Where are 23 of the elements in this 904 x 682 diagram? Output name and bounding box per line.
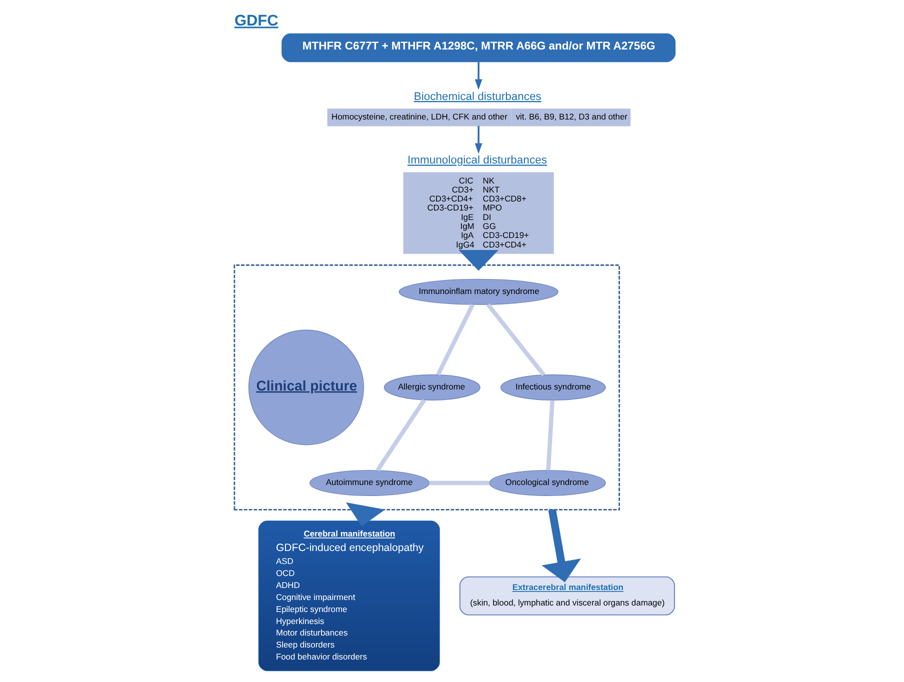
node-ellipse: Immunoinflam matory syndrome (398, 278, 558, 305)
arrow (458, 250, 498, 271)
connector (546, 400, 555, 470)
connector (436, 304, 474, 376)
node-circle: Clinical picture (248, 330, 364, 446)
diagram-title: GDFC (234, 12, 278, 30)
node-ellipse: Autoimmune syndrome (309, 470, 430, 496)
arrow (474, 62, 482, 90)
node-ellipse: Allergic syndrome (384, 374, 480, 400)
node-box: Cerebral manifestation GDFC-induced encephalopathy ASD OCD ADHD Cognitive impairment Epileptic syndrome Hyperkinesis Motor disturbances Sleep disorders Food behavior disorders (258, 520, 440, 672)
connector (486, 303, 546, 376)
connector (376, 398, 426, 472)
node-box: MTHFR C677T + MTHFR A1298C, MTRR A66G and/or MTR A2756G (282, 33, 676, 62)
node-box: Extracerebral manifestation (skin, blood, lymphatic and visceral organs damage) (459, 576, 675, 616)
connector (429, 480, 490, 486)
arrow (474, 126, 482, 154)
node-ellipse: Oncological syndrome (489, 470, 606, 496)
cluster (234, 264, 620, 510)
arrow (542, 509, 581, 582)
arrow (346, 502, 386, 526)
node-ellipse: Infectious syndrome (500, 374, 606, 400)
node-label: Biochemical disturbances (414, 91, 542, 104)
node-label: Immunological disturbances (408, 154, 547, 167)
